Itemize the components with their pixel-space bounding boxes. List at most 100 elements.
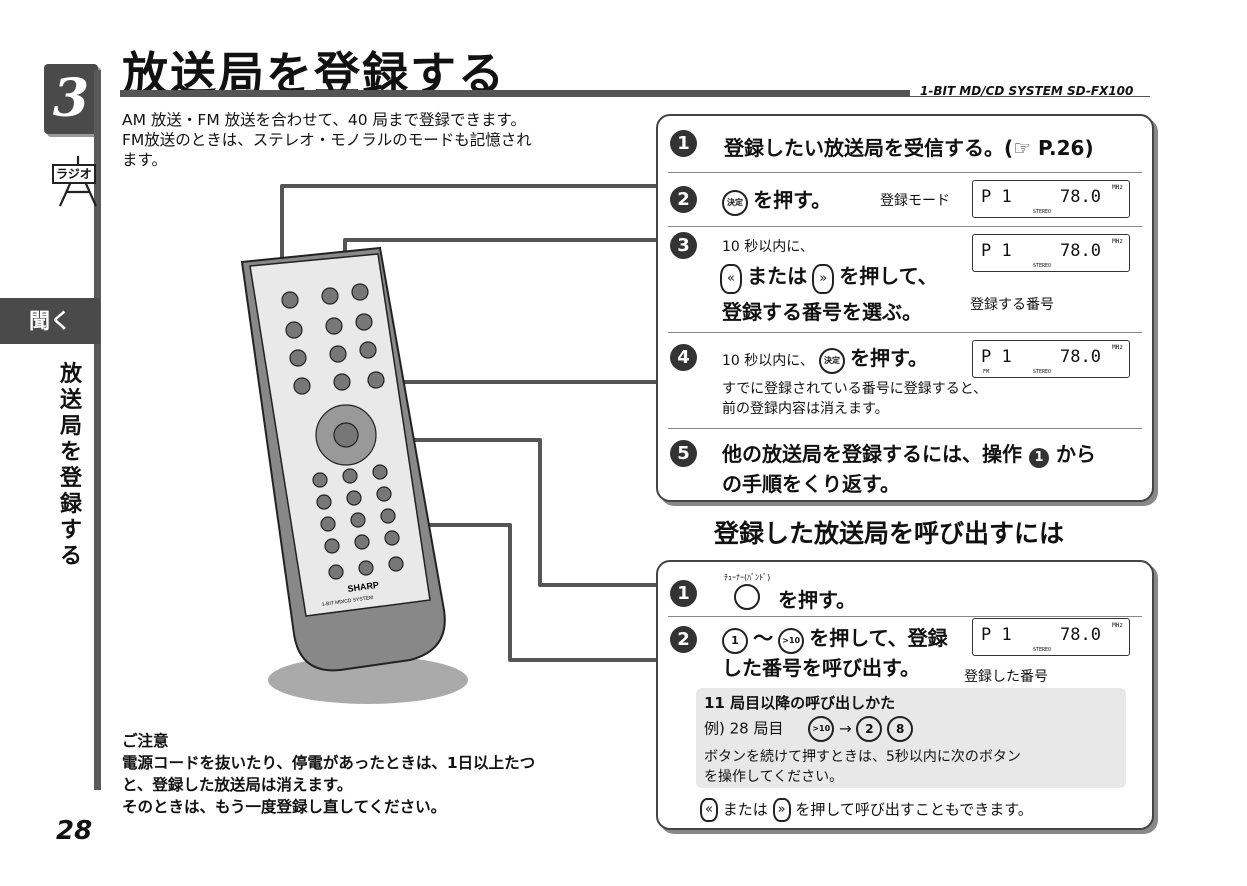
- step-note: すでに登録されている番号に登録すると、: [722, 381, 988, 397]
- lcd-caption: 登録した番号: [964, 669, 1048, 685]
- lcd-display: P 1 78.0 MHz FM STEREO: [972, 340, 1130, 378]
- step-instruction: 1 〜 >10 を押して、登録: [722, 622, 948, 654]
- step-number: 4: [670, 344, 697, 371]
- step-number: 1: [670, 130, 697, 157]
- step-text: を押して、登録: [809, 626, 948, 650]
- recall-step-1: 1 ﾁｭｰﾅｰ(ﾊﾞﾝﾄﾞ) を押す。: [658, 568, 1152, 618]
- preset-down-icon: «: [720, 263, 742, 294]
- lcd-frequency: 78.0: [1060, 241, 1101, 261]
- caution-line: そのときは、もう一度登録し直してください。: [122, 798, 447, 816]
- step-instruction: « または » を押して、: [720, 260, 938, 294]
- step-or-text: または: [747, 264, 808, 288]
- step-divider: [668, 332, 1142, 333]
- number-10plus-button-icon: >10: [808, 716, 835, 742]
- step-text: を押す。: [850, 346, 929, 370]
- step-text: を押す。: [753, 188, 832, 212]
- step-text: を押して、: [839, 264, 938, 288]
- step-text-2: した番号を呼び出す。: [722, 656, 920, 680]
- step-text: 登録したい放送局を受信する。(☞ P.26): [724, 136, 1094, 160]
- tuner-button-label: ﾁｭｰﾅｰ(ﾊﾞﾝﾄﾞ): [724, 573, 771, 582]
- inline-step-number: 1: [1028, 448, 1049, 468]
- step-instruction: 10 秒以内に、 決定 を押す。: [722, 342, 928, 374]
- lcd-frequency: 78.0: [1060, 625, 1101, 645]
- tuner-button-icon: [734, 584, 760, 610]
- step-text: 他の放送局を登録するには、操作 1 から: [722, 438, 1096, 468]
- lcd-preset: P 1: [981, 187, 1012, 207]
- lcd-display: P 1 78.0 MHz STEREO: [972, 180, 1130, 218]
- lcd-preset: P 1: [981, 241, 1012, 261]
- tip-box: 11 局目以降の呼び出しかた 例) 28 局目 >10 → 2 8 ボタンを続け…: [696, 688, 1126, 788]
- lcd-stereo: STEREO: [1033, 209, 1052, 215]
- radio-category-label: ラジオ: [52, 164, 96, 184]
- remote-control-illustration: SHARP 1-BIT MD/CD SYSTEM: [240, 246, 468, 704]
- lcd-stereo: STEREO: [1033, 647, 1052, 653]
- step-pre-text: 10 秒以内に、: [722, 353, 814, 369]
- tip-arrow: →: [839, 719, 852, 738]
- caution-note: ご注意 電源コードを抜いたり、停電があったときは、1日以上たつ と、登録した放送…: [122, 730, 622, 818]
- step-divider: [668, 616, 1142, 617]
- step-divider: [668, 428, 1142, 429]
- step-note: 前の登録内容は消えます。: [722, 401, 889, 417]
- enter-button-icon: 決定: [818, 347, 845, 374]
- step-divider: [668, 172, 1142, 173]
- step-text-2: の手順をくり返す。: [722, 472, 900, 496]
- title-underline: [120, 90, 910, 96]
- intro-text: AM 放送・FM 放送を合わせて、40 局まで登録できます。 FM放送のときは、…: [122, 110, 642, 170]
- recall-steps-box: 1 ﾁｭｰﾅｰ(ﾊﾞﾝﾄﾞ) を押す。 2 1 〜 >10 を押して、登録 した…: [656, 560, 1154, 830]
- step-text: を押す。: [778, 588, 856, 612]
- preset-up-icon: »: [772, 798, 791, 822]
- lcd-unit: MHz: [1112, 622, 1123, 629]
- step-divider: [668, 226, 1142, 227]
- register-step-4: 4 10 秒以内に、 決定 を押す。 すでに登録されている番号に登録すると、 前…: [658, 334, 1152, 426]
- tilde: 〜: [753, 626, 774, 650]
- model-name: 1-BIT MD/CD SYSTEM SD-FX100: [920, 84, 1134, 98]
- tip-title: 11 局目以降の呼び出しかた: [704, 694, 896, 712]
- caution-title: ご注意: [122, 732, 169, 750]
- tip-line: を操作してください。: [704, 769, 844, 785]
- step-text-part: から: [1055, 442, 1096, 466]
- lcd-display: P 1 78.0 MHz STEREO: [972, 618, 1130, 656]
- step-number: 2: [670, 626, 697, 653]
- step-instruction: 決定 を押す。: [722, 184, 831, 216]
- tip-example-label: 例) 28 局目: [704, 719, 784, 738]
- remote-brand: SHARP: [347, 580, 380, 594]
- number-8-button-icon: 8: [887, 716, 914, 742]
- register-step-3: 3 10 秒以内に、 « または » を押して、 登録する番号を選ぶ。 P 1 …: [658, 228, 1152, 332]
- lcd-unit: MHz: [1112, 184, 1123, 191]
- intro-line: ます。: [122, 151, 167, 169]
- register-steps-box: 1 登録したい放送局を受信する。(☞ P.26) 2 決定 を押す。 登録モード…: [656, 114, 1154, 502]
- lcd-stereo: STEREO: [1033, 263, 1052, 269]
- lcd-frequency: 78.0: [1060, 187, 1101, 207]
- register-mode-label: 登録モード: [880, 193, 950, 209]
- step-pre-text: 10 秒以内に、: [722, 239, 814, 255]
- step-text-2: 登録する番号を選ぶ。: [722, 300, 922, 324]
- enter-button-icon: 決定: [722, 189, 748, 216]
- title-rule: [120, 96, 1150, 97]
- footer-text: を押して呼び出すこともできます。: [795, 800, 1033, 819]
- recall-step-2: 2 1 〜 >10 を押して、登録 した番号を呼び出す。 P 1 78.0 MH…: [658, 618, 1152, 688]
- caution-line: 電源コードを抜いたり、停電があったときは、1日以上たつ: [122, 754, 536, 772]
- preset-up-icon: »: [812, 263, 835, 294]
- lcd-unit: MHz: [1112, 344, 1123, 351]
- lcd-preset: P 1: [981, 625, 1012, 645]
- step-text-part: 他の放送局を登録するには、操作: [722, 442, 1022, 466]
- chapter-number: 3: [44, 64, 98, 134]
- lcd-fm: FM: [983, 369, 990, 375]
- recall-footer: « または » を押して呼び出すこともできます。: [700, 798, 1033, 822]
- lcd-frequency: 78.0: [1060, 347, 1101, 367]
- number-2-button-icon: 2: [856, 716, 883, 742]
- step-number: 1: [670, 580, 697, 607]
- preset-down-icon: «: [700, 798, 718, 822]
- footer-or: または: [722, 800, 768, 819]
- step-number: 3: [670, 232, 697, 259]
- lcd-unit: MHz: [1112, 238, 1123, 245]
- number-10plus-button-icon: >10: [778, 627, 805, 654]
- lcd-caption: 登録する番号: [970, 297, 1054, 313]
- step-number: 2: [670, 186, 697, 213]
- register-step-2: 2 決定 を押す。 登録モード P 1 78.0 MHz STEREO: [658, 174, 1152, 224]
- page-number: 28: [56, 816, 93, 846]
- caution-line: と、登録した放送局は消えます。: [122, 776, 353, 794]
- intro-line: FM放送のときは、ステレオ・モノラルのモードも記憶され: [122, 131, 532, 149]
- tip-line: ボタンを続けて押すときは、5秒以内に次のボタン: [704, 749, 1021, 765]
- step-number: 5: [670, 440, 697, 467]
